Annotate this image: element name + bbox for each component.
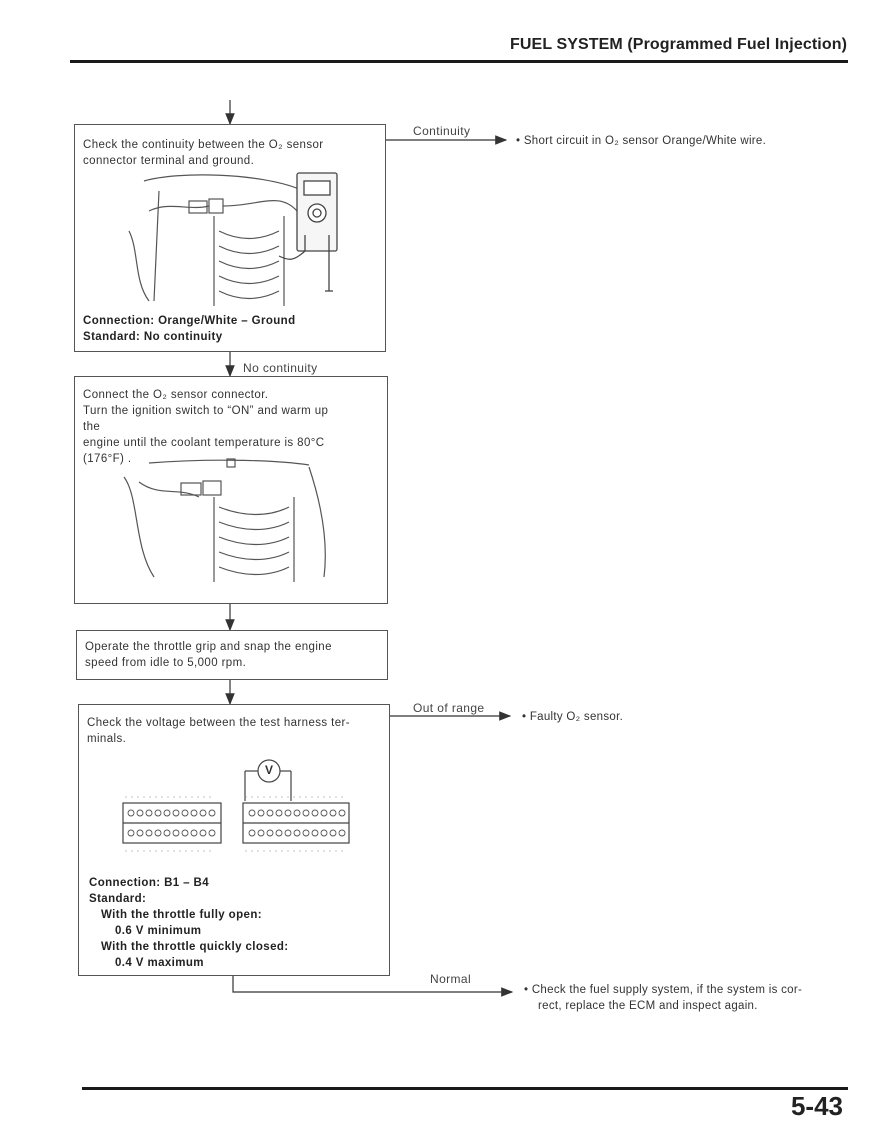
- step2-line5: (176°F) .: [83, 453, 132, 465]
- step4-connection: Connection: B1 – B4: [89, 877, 210, 889]
- step2-line1: Connect the O₂ sensor connector.: [83, 389, 269, 401]
- footer-rule: [82, 1087, 848, 1090]
- step2-line3: the: [83, 421, 101, 433]
- step4-open-label: With the throttle fully open:: [101, 909, 262, 921]
- step4-open-value: 0.6 V minimum: [115, 925, 202, 937]
- step1-box: Check the continuity between the O₂ sens…: [74, 124, 386, 352]
- no-continuity-label: No continuity: [243, 361, 318, 375]
- normal-result-line2: rect, replace the ECM and inspect again.: [538, 1000, 758, 1012]
- step3-line1: Operate the throttle grip and snap the e…: [85, 641, 332, 653]
- test-harness-illustration: [122, 759, 350, 852]
- step4-instruction-line2: minals.: [87, 733, 127, 745]
- step1-connection: Connection: Orange/White – Ground: [83, 315, 296, 327]
- normal-label: Normal: [430, 972, 472, 986]
- section-title: FUEL SYSTEM (Programmed Fuel Injection): [510, 36, 847, 53]
- page-number: 5-43: [790, 1091, 843, 1121]
- step1-instruction-line2: connector terminal and ground.: [83, 155, 255, 167]
- normal-result-line1: • Check the fuel supply system, if the s…: [524, 984, 803, 996]
- header-rule: [70, 60, 848, 63]
- step1-instruction-line1: Check the continuity between the O₂ sens…: [83, 139, 324, 151]
- step2-line4: engine until the coolant temperature is …: [83, 437, 325, 449]
- step3-line2: speed from idle to 5,000 rpm.: [85, 657, 247, 669]
- continuity-label: Continuity: [413, 124, 471, 138]
- out-of-range-label: Out of range: [413, 701, 485, 715]
- out-of-range-result: • Faulty O₂ sensor.: [522, 711, 624, 723]
- sensor-connector-illustration: [123, 458, 326, 582]
- continuity-result: • Short circuit in O₂ sensor Orange/Whit…: [516, 135, 767, 147]
- step4-instruction-line1: Check the voltage between the test harne…: [87, 717, 350, 729]
- step4-closed-label: With the throttle quickly closed:: [101, 941, 289, 953]
- continuity-test-illustration: [128, 172, 338, 306]
- step2-line2: Turn the ignition switch to “ON” and war…: [83, 405, 329, 417]
- voltmeter-symbol: V: [264, 763, 273, 777]
- step4-box: Check the voltage between the test harne…: [78, 704, 390, 976]
- step4-standard-label: Standard:: [89, 893, 147, 905]
- step3-box: Operate the throttle grip and snap the e…: [76, 630, 388, 680]
- step4-closed-value: 0.4 V maximum: [115, 957, 204, 969]
- normal-arrow: [232, 976, 514, 997]
- step1-standard: Standard: No continuity: [83, 331, 223, 343]
- step2-box: Connect the O₂ sensor connector. Turn th…: [74, 376, 388, 604]
